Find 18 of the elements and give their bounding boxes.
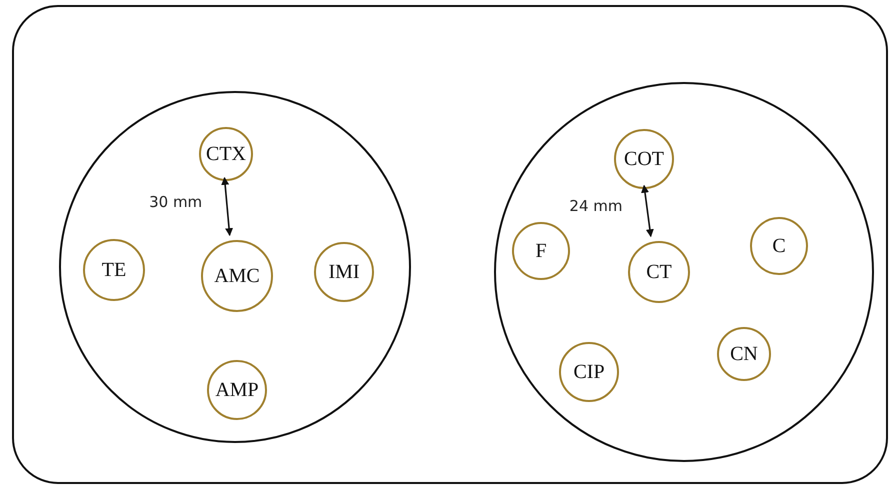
disk-label: CIP bbox=[573, 360, 605, 384]
disk-label: CT bbox=[646, 260, 672, 284]
disk-label: COT bbox=[624, 148, 664, 170]
antibiotic-disk bbox=[199, 127, 253, 181]
disk-label: IMI bbox=[328, 260, 360, 284]
disk-label: AMP bbox=[215, 378, 259, 402]
plate-outline bbox=[12, 5, 888, 484]
petri-dish bbox=[494, 82, 874, 462]
disk-label: AMC bbox=[214, 264, 260, 288]
disk-label: CN bbox=[730, 342, 758, 366]
disk-label: TE bbox=[102, 258, 126, 282]
disk-label: F bbox=[535, 240, 547, 262]
disk-label: C bbox=[772, 234, 786, 258]
disk-label: CTX bbox=[206, 142, 246, 166]
antibiotic-disk bbox=[717, 327, 771, 381]
petri-dish bbox=[59, 91, 411, 443]
double-arrow bbox=[641, 184, 654, 238]
double-arrow bbox=[221, 176, 234, 236]
